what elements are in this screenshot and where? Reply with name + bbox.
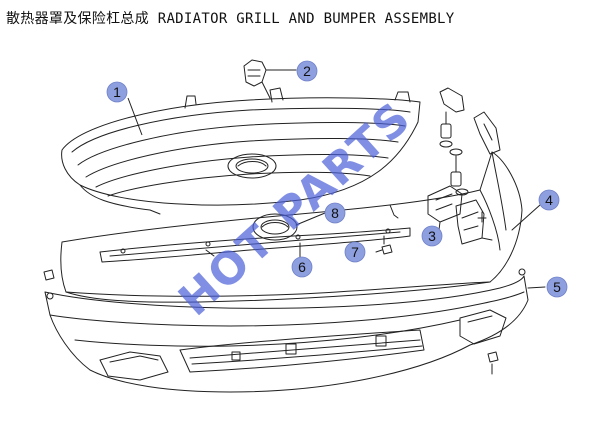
callout-label-4: 4 [545, 192, 553, 208]
clip-nut [375, 235, 393, 255]
callout-2: 2 [296, 60, 318, 82]
callout-4: 4 [538, 189, 560, 211]
callout-8: 8 [324, 202, 346, 224]
radiator-grill [61, 87, 421, 215]
callout-label-1: 1 [113, 84, 121, 100]
chrome-trim-strip [99, 227, 411, 263]
lower-bumper-fascia [44, 268, 546, 393]
mounting-hardware [389, 87, 501, 223]
callout-label-7: 7 [351, 244, 359, 260]
callout-label-2: 2 [303, 63, 311, 79]
diagram-title: 散热器罩及保险杠总成 RADIATOR GRILL AND BUMPER ASS… [6, 11, 455, 27]
callout-3: 3 [421, 225, 443, 247]
callout-1: 1 [106, 81, 143, 136]
callout-7: 7 [344, 241, 366, 263]
callout-label-3: 3 [428, 228, 436, 244]
callout-6: 6 [291, 256, 313, 278]
grill-clip-bracket [243, 59, 297, 99]
callout-label-6: 6 [298, 259, 306, 275]
loose-fasteners [43, 249, 499, 375]
watermark-text: HOT PARTS [169, 92, 421, 326]
callout-label-5: 5 [553, 279, 561, 295]
callout-5: 5 [546, 276, 568, 298]
bumper-side-bracket [427, 185, 493, 245]
upper-bumper-cover [60, 151, 541, 303]
callout-label-8: 8 [331, 205, 339, 221]
emblem-badge [252, 212, 326, 241]
